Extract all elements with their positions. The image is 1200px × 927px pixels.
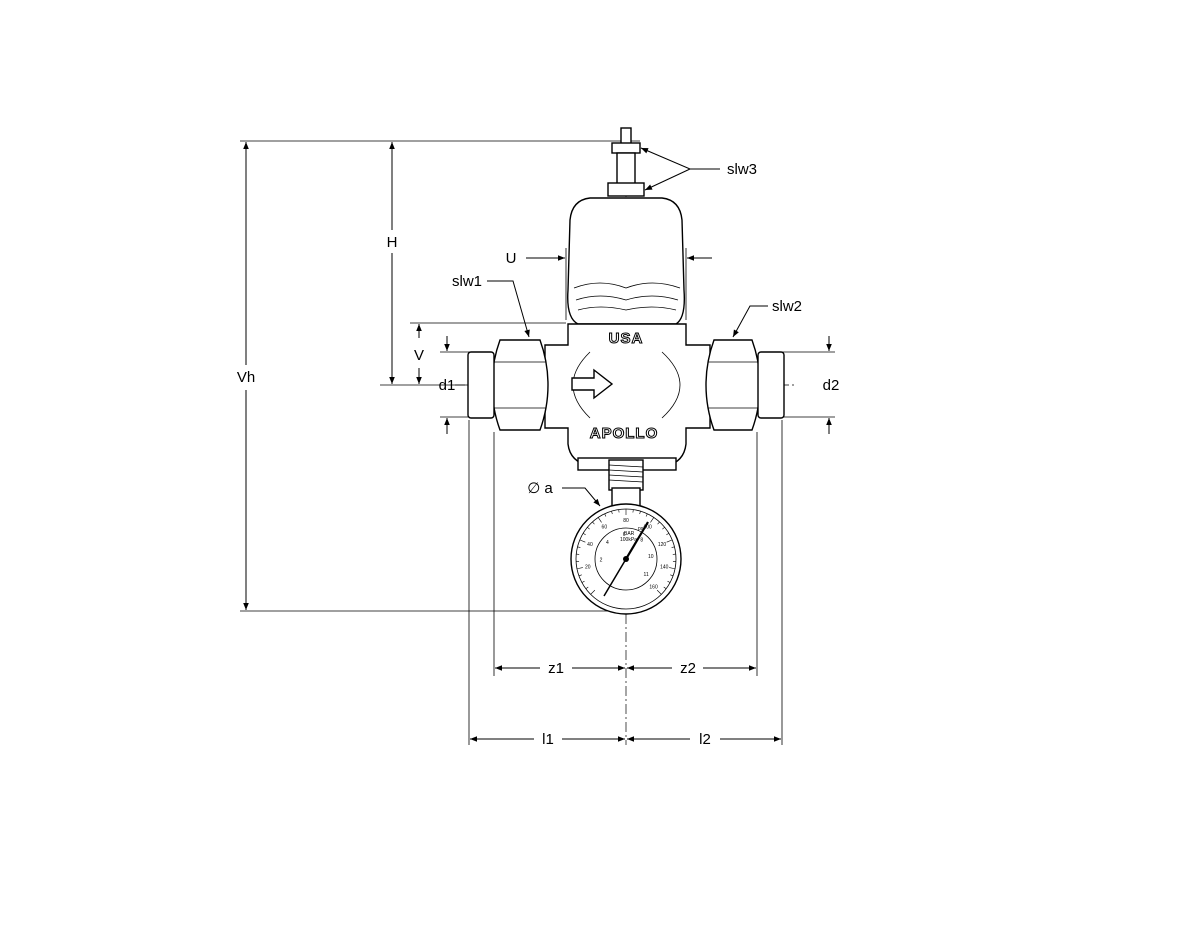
right-tailpiece [757,351,785,419]
gauge-tick [670,574,674,577]
gauge-tick [662,527,665,530]
dimension-labels: Vh H V d1 d2 U slw1 slw2 slw3 ∅ a z1 z2 … [237,161,840,748]
gauge-bar-label: 2 [600,558,603,564]
gauge-tick [666,533,670,536]
label-l1: l1 [542,731,554,748]
leader-lines [487,147,768,507]
adjusting-stem [616,152,636,186]
gauge-psi-label: 120 [658,542,667,548]
body-marking-apollo: APOLLO [590,425,659,442]
gauge-needle [625,521,649,560]
gauge-scale-ticks [576,509,676,595]
label-U: U [506,250,517,267]
flow-arrow-icon [571,368,614,400]
label-H: H [387,234,398,251]
gauge-tick [579,539,586,543]
gauge-psi-label: 160 [649,585,658,591]
label-slw3: slw3 [727,161,757,178]
label-slw1: slw1 [452,273,482,290]
gauge-psi-label: 20 [585,565,591,571]
gauge-bar-label: 4 [606,540,609,546]
bonnet [567,197,686,325]
gauge-tick [604,513,607,517]
gauge-tick [650,517,655,523]
gauge-tick [666,539,673,543]
pressure-gauge: 20 40 60 80 100 120 140 160 2 4 6 8 10 11 psi BAR 100… [570,503,682,615]
adjusting-hex-head [611,142,641,154]
gauge-needle-hub [623,556,629,562]
gauge-tick [581,580,585,583]
gauge-tick [669,567,676,570]
label-phi-a: ∅ a [527,480,553,497]
gauge-tick [597,517,602,523]
gauge-tick [587,527,590,530]
gauge-tick [577,546,581,548]
label-z2: z2 [680,660,696,677]
gauge-tick [656,589,662,595]
gauge-tick [585,586,589,590]
dimension-lines [243,142,832,742]
gauge-unit-bar: BAR [624,531,635,537]
gauge-tick [663,586,667,590]
label-l2: l2 [699,731,711,748]
gauge-tick [582,533,586,536]
label-Vh: Vh [237,369,255,386]
label-d2: d2 [823,377,840,394]
gauge-tick [590,589,596,595]
gauge-psi-label: 40 [587,542,593,548]
gauge-bar-label: 11 [644,572,649,578]
gauge-tick [639,511,641,515]
gauge-bar-label: 6 [623,532,626,538]
pressure-reducing-valve: USA APOLLO 20 40 60 80 100 120 140 160 2 4 6 8 10 11 … [467,127,785,615]
gauge-scale-labels: 20 40 60 80 100 120 140 160 2 4 6 8 10 11 [585,518,669,591]
gauge-tick [667,580,671,583]
body-marking-usa: USA [609,330,644,347]
gauge-tick [578,574,582,577]
gauge-psi-label: 60 [602,525,608,531]
left-union-nut [491,339,549,431]
label-z1: z1 [548,660,564,677]
gauge-psi-label: 100 [643,525,652,531]
gauge-bar-label: 8 [640,538,643,544]
lock-nut [607,182,645,197]
gauge-tick [592,521,595,525]
gauge-tick [671,546,675,548]
extension-lines [240,140,835,745]
gauge-bar-label: 10 [648,554,654,560]
label-V: V [414,347,424,364]
gauge-tick [657,521,660,525]
gauge-tick [611,511,613,515]
right-union-nut [705,339,761,431]
gauge-tick [576,567,583,570]
adjusting-screw [620,127,632,145]
label-d1: d1 [439,377,456,394]
label-slw2: slw2 [772,298,802,315]
gauge-unit-kpa: 100kPa [620,537,637,543]
gauge-unit-psi: psi [638,526,644,532]
gauge-tick [645,513,648,517]
gauge-psi-label: 140 [660,565,669,571]
gauge-psi-label: 80 [623,518,629,524]
left-tailpiece [467,351,495,419]
